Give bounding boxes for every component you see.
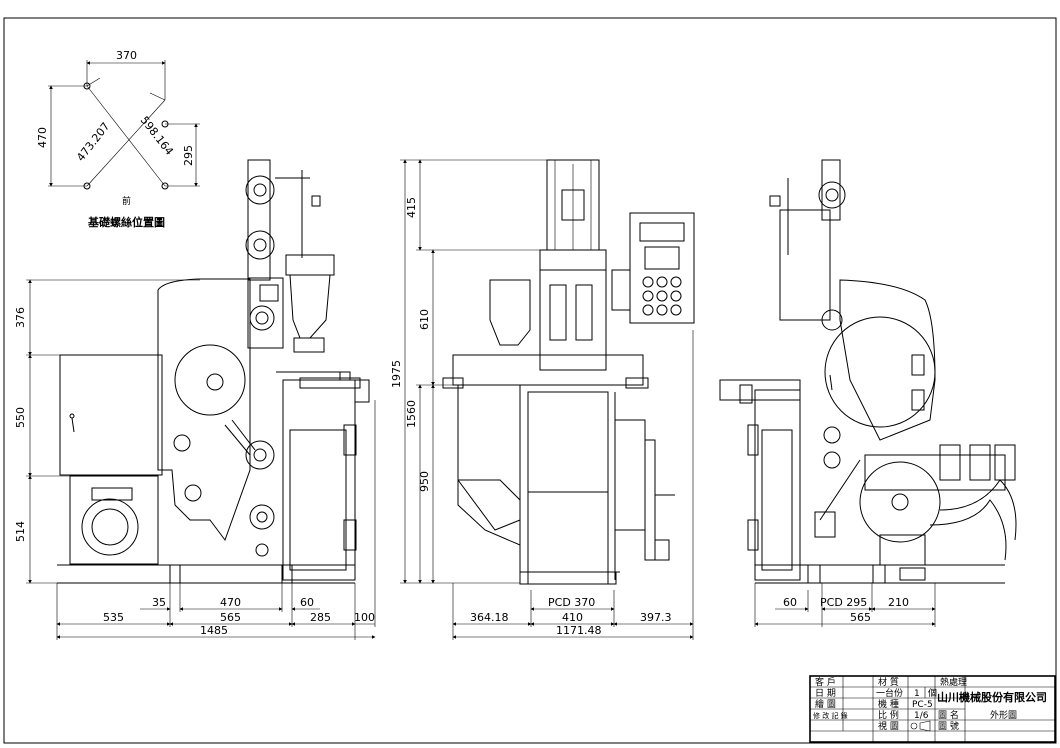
bolt-hole — [83, 182, 91, 190]
dim-1171-48: 1171.48 — [556, 624, 602, 637]
dim-285: 285 — [310, 611, 331, 624]
bolt-hole — [161, 182, 169, 190]
tb-heat: 熱處理 — [940, 676, 967, 688]
foundation-bolt-diagram: 370 470 473.207 598.164 295 前 基礎螺絲位置圖 — [36, 49, 200, 229]
projection-symbol — [910, 722, 918, 730]
bolt-hole — [83, 82, 91, 90]
tb-date: 日 期 — [815, 688, 836, 699]
tb-drawing-no-label: 圖 號 — [938, 720, 959, 732]
lower-wheel — [859, 461, 941, 543]
tb-view-label: 視 圖 — [878, 720, 899, 732]
tb-drawing-name: 外形圖 — [990, 709, 1017, 721]
title-block: 客 戶 材 質 熱處理 日 期 一台份 1 個 山川機械股份有限公司 繪 圖 機… — [809, 675, 1056, 743]
dim-1560: 1560 — [405, 400, 418, 428]
front-view-dimensions: 415 610 1975 1560 950 PCD 370 364.18 410… — [390, 159, 694, 640]
hopper — [489, 279, 531, 346]
dim-210: 210 — [888, 596, 909, 609]
dim-473207: 473.207 — [74, 120, 112, 164]
tb-drawn: 繪 圖 — [815, 698, 836, 710]
dim-610: 610 — [418, 309, 431, 330]
dim-364-18: 364.18 — [470, 611, 509, 624]
dim-410: 410 — [562, 611, 583, 624]
tb-drawing-name-label: 圖 名 — [938, 709, 959, 721]
dim-60-right: 60 — [783, 596, 797, 609]
control-panel — [629, 212, 695, 324]
left-side-view — [57, 159, 370, 584]
dim-397-3: 397.3 — [640, 611, 672, 624]
front-label: 前 — [122, 195, 131, 207]
tb-customer: 客 戶 — [815, 676, 836, 688]
tb-material: 材 質 — [878, 676, 899, 688]
dim-370: 370 — [116, 49, 137, 62]
tb-scale-label: 比 例 — [878, 709, 899, 721]
dim-35: 35 — [152, 596, 166, 609]
control-box — [59, 354, 163, 476]
drum-wheel — [824, 316, 936, 428]
dim-1975: 1975 — [390, 360, 403, 388]
tb-model-label: 機 種 — [878, 698, 899, 710]
tb-qty-label: 一台份 — [876, 687, 903, 699]
dim-550: 550 — [14, 407, 27, 428]
drawing-border — [3, 17, 1057, 744]
left-view-dimensions: 376 550 514 35 470 60 535 565 285 100 14… — [14, 279, 376, 640]
dim-295: 295 — [182, 145, 195, 166]
dim-470: 470 — [36, 127, 49, 148]
dim-950: 950 — [418, 471, 431, 492]
motor — [81, 498, 139, 556]
right-view-dimensions: 60 PCD 295 210 565 — [754, 583, 936, 627]
dim-514: 514 — [14, 521, 27, 542]
dim-pcd-295: PCD 295 — [820, 596, 867, 609]
dim-1485: 1485 — [200, 624, 228, 637]
dim-565: 565 — [220, 611, 241, 624]
dim-100: 100 — [354, 611, 375, 624]
tb-unit: 個 — [928, 687, 937, 699]
dim-415: 415 — [405, 197, 418, 218]
tb-model: PC-5 — [912, 700, 933, 710]
dim-470-width: 470 — [220, 596, 241, 609]
tb-qty: 1 — [914, 689, 920, 699]
bolt-hole — [161, 120, 169, 128]
dim-598164: 598.164 — [138, 114, 176, 158]
tb-scale: 1/6 — [914, 711, 929, 721]
tb-company: 山川機械股份有限公司 — [937, 690, 1047, 704]
dim-pcd-370: PCD 370 — [548, 596, 595, 609]
front-view — [442, 159, 695, 585]
dim-60: 60 — [300, 596, 314, 609]
foundation-title: 基礎螺絲位置圖 — [87, 215, 165, 229]
dim-565-right: 565 — [850, 611, 871, 624]
tb-revision: 修 改 記 錄 — [813, 711, 848, 720]
drum-wheel — [174, 344, 246, 416]
right-side-view — [719, 159, 1017, 584]
hopper — [289, 274, 331, 339]
dim-376: 376 — [14, 307, 27, 328]
dim-535: 535 — [103, 611, 124, 624]
